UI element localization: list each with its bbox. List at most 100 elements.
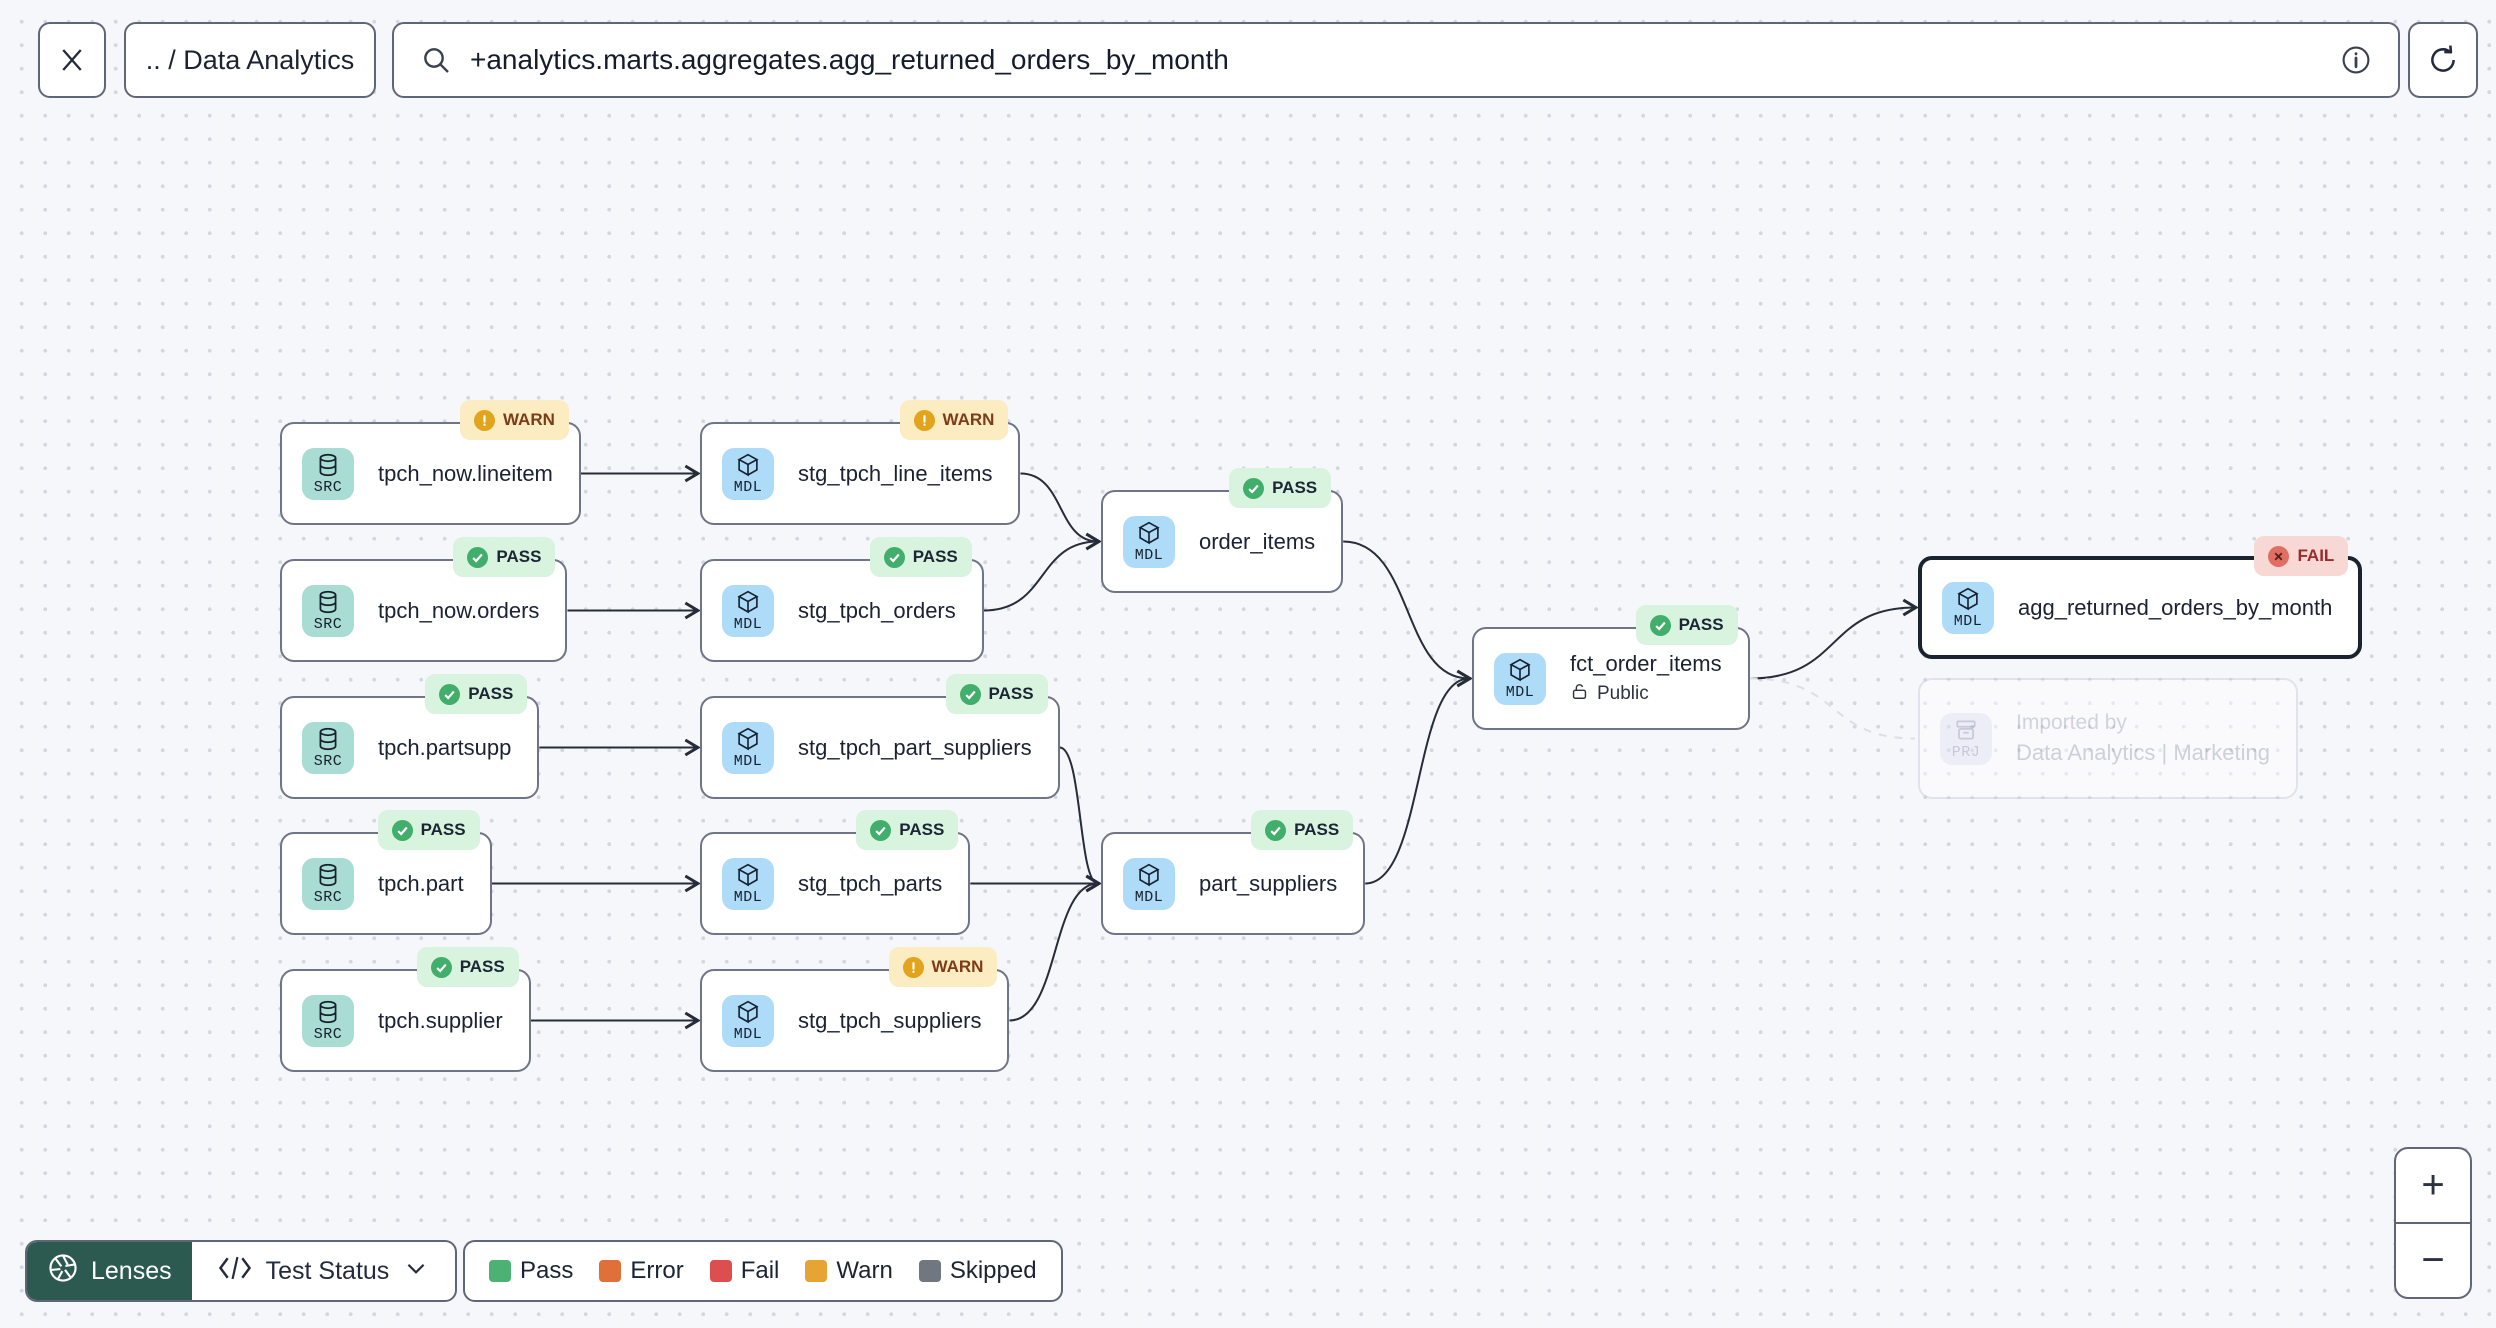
pass-icon [430,956,452,978]
model-cube-icon: MDL [722,994,774,1047]
pass-icon [467,546,489,568]
pass-icon [1243,477,1265,499]
model-cube-icon: MDL [722,584,774,637]
legend-swatch [805,1260,828,1282]
status-badge-pass: PASS [1229,468,1332,508]
edge-fct_order_items-to-imported_by [1749,677,1916,740]
pass-icon [870,819,892,841]
status-badge-pass: PASS [377,810,480,850]
database-icon: SRC [302,857,354,910]
close-button[interactable] [38,22,106,98]
legend-item-error: Error [599,1257,684,1285]
node-title: stg_tpch_line_items [798,460,993,486]
legend-item-pass: Pass [489,1257,573,1285]
status-badge-warn: WARN [888,947,998,987]
legend-item-warn: Warn [805,1257,893,1285]
search-input[interactable]: +analytics.marts.aggregates.agg_returned… [470,44,1229,75]
fail-icon [2268,545,2290,567]
node-title: order_items [1199,528,1316,554]
search-bar[interactable]: +analytics.marts.aggregates.agg_returned… [392,22,2400,98]
status-badge-pass: PASS [416,947,519,987]
node-title: tpch.part [378,870,464,896]
node-title: agg_returned_orders_by_month [2018,594,2333,620]
code-icon [218,1254,252,1289]
model-cube-icon: MDL [722,721,774,774]
status-badge-fail: FAIL [2254,536,2349,576]
node-title: stg_tpch_parts [798,870,943,896]
node-title: fct_order_items [1570,650,1722,676]
unlock-icon [1570,682,1589,707]
edge-order_items-to-fct_order_items [1343,540,1473,688]
node-title: tpch.supplier [378,1007,503,1033]
divider [2396,1221,2470,1225]
lens-selected-label: Test Status [265,1256,390,1285]
node-title: Imported by [2016,711,2127,734]
warn-icon [913,409,935,431]
info-icon[interactable] [2340,44,2372,76]
legend-item-fail: Fail [709,1257,779,1285]
legend-item-skipped: Skipped [918,1257,1037,1285]
warn-icon [473,409,495,431]
breadcrumb[interactable]: .. / Data Analytics [124,22,376,98]
edge-stg_part_suppliers-to-part_suppliers [1059,746,1102,893]
pass-icon [1649,614,1671,636]
edge-stg_orders-to-order_items [983,532,1102,612]
status-badge-pass: PASS [945,674,1048,714]
node-title: tpch.partsupp [378,734,512,760]
warn-icon [902,956,924,978]
node-sublabel: Public [1570,682,1722,707]
status-badge-pass: PASS [869,537,972,577]
project-icon: PRJ [1940,712,1992,765]
graph-node-src_supplier[interactable]: SRC tpch.supplier PASS [280,947,531,1072]
graph-node-src_part[interactable]: SRC tpch.part PASS [280,810,492,935]
legend-swatch [489,1260,511,1282]
lenses-button[interactable]: Lenses [27,1242,192,1300]
status-badge-warn: WARN [899,400,1009,440]
node-title: part_suppliers [1199,870,1338,896]
lens-selector[interactable]: Test Status [192,1242,456,1300]
refresh-icon [2426,43,2460,77]
node-title: tpch_now.lineitem [378,460,553,486]
zoom-control: + − [2394,1147,2472,1299]
status-badge-pass: PASS [425,674,528,714]
model-cube-icon: MDL [722,857,774,910]
graph-node-agg_returned[interactable]: MDL agg_returned_orders_by_month FAIL [1918,536,2363,659]
zoom-out-button[interactable]: − [2396,1224,2470,1297]
graph-node-order_items[interactable]: MDL order_items PASS [1101,468,1344,593]
zoom-in-button[interactable]: + [2396,1149,2470,1222]
status-badge-pass: PASS [453,537,556,577]
graph-node-imported_by[interactable]: PRJ Imported by Data Analytics | Marketing [1918,678,2298,799]
database-icon: SRC [302,994,354,1047]
close-icon [57,45,87,75]
pass-icon [883,546,905,568]
status-badge-pass: PASS [1251,810,1354,850]
pass-icon [391,819,413,841]
legend-swatch [918,1260,941,1282]
search-icon [420,44,452,76]
edge-fct_order_items-to-agg_returned [1749,598,1919,680]
lenses-label: Lenses [91,1256,172,1285]
pass-icon [1265,819,1287,841]
node-sublabel: Data Analytics | Marketing [2016,740,2270,765]
test-status-legend: Pass Error Fail Warn Skipped [463,1240,1063,1302]
status-badge-warn: WARN [459,400,569,440]
pass-icon [439,683,461,705]
aperture-icon [47,1252,79,1291]
pass-icon [959,683,981,705]
edge-stg_suppliers-to-part_suppliers [1009,874,1102,1022]
refresh-button[interactable] [2408,22,2478,98]
model-cube-icon: MDL [1942,581,1994,634]
model-cube-icon: MDL [1123,515,1175,568]
